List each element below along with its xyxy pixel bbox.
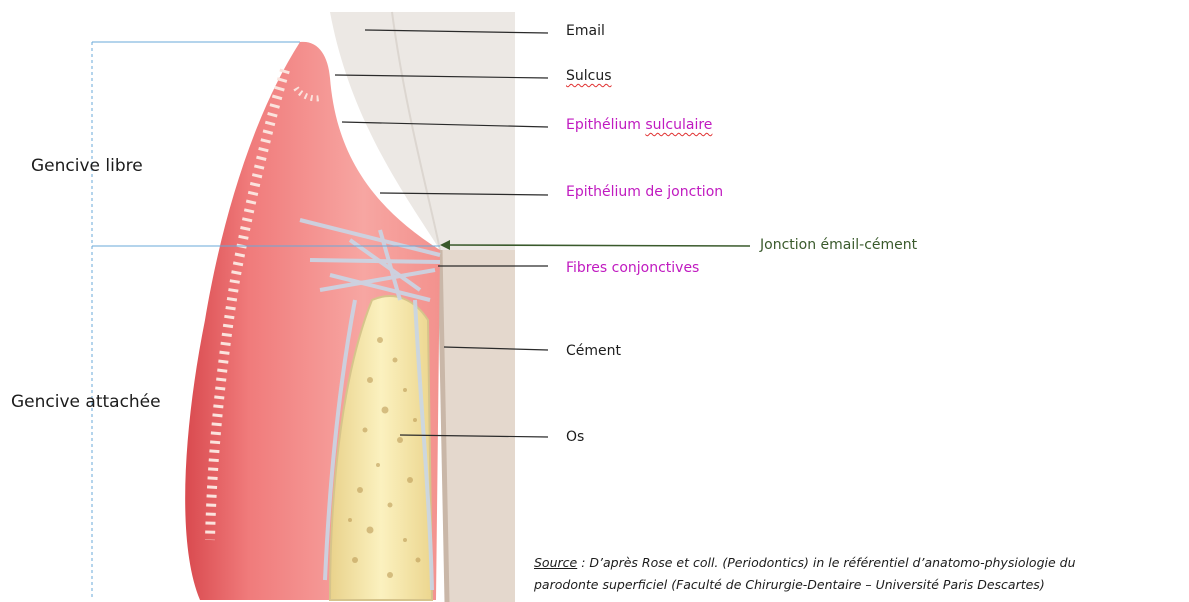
label-cement: Cément [566, 342, 621, 360]
label-epithelium-sulculaire-b: sulculaire [645, 117, 712, 133]
label-gencive-attachee: Gencive attachée [11, 392, 161, 412]
label-fibres-conjonctives: Fibres conjonctives [566, 259, 699, 277]
label-sulcus: Sulcus [566, 67, 612, 85]
label-gencive-libre: Gencive libre [31, 156, 143, 176]
source-line-1: Source : D’après Rose et coll. (Periodon… [534, 552, 1184, 574]
label-sulcus-text: Sulcus [566, 68, 612, 84]
label-os: Os [566, 428, 584, 446]
source-prefix: Source [534, 555, 577, 570]
label-email: Email [566, 22, 605, 40]
tooth-root [440, 250, 515, 602]
label-epithelium-sulculaire: Epithélium sulculaire [566, 116, 712, 134]
label-epithelium-sulculaire-a: Epithélium [566, 117, 645, 133]
source-line-2: parodonte superficiel (Faculté de Chirur… [534, 574, 1184, 596]
source-citation: Source : D’après Rose et coll. (Periodon… [534, 552, 1184, 596]
label-epithelium-jonction: Epithélium de jonction [566, 183, 723, 201]
source-line-1-text: : D’après Rose et coll. (Periodontics) i… [577, 555, 1075, 570]
label-jonction-email-cement: Jonction émail-cément [760, 236, 917, 254]
